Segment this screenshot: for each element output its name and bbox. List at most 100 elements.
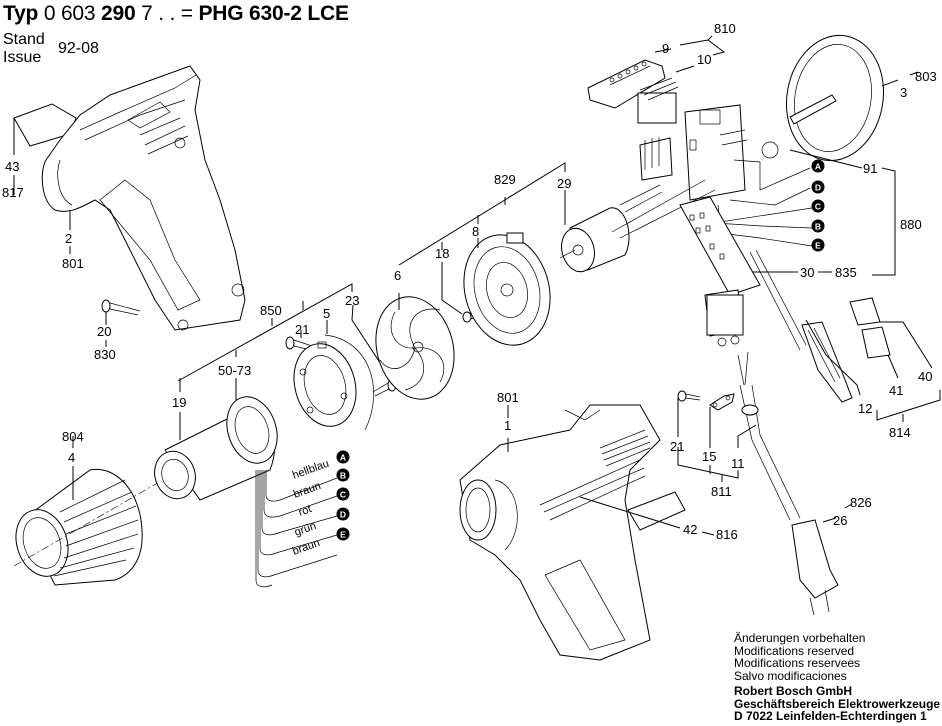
- label-42: [627, 491, 686, 531]
- callout-30: 30: [800, 265, 814, 280]
- terminal-block: [706, 294, 749, 386]
- ring-5: [293, 334, 374, 431]
- marker-label: D: [340, 510, 346, 520]
- diagram-title: Typ 0 603 290 7 . . = PHG 630-2 LCE: [3, 2, 349, 26]
- part-number-bold: 290: [101, 2, 136, 25]
- marker-label: E: [815, 241, 821, 251]
- fan-impeller-6: [375, 296, 455, 400]
- callout-829: 829: [494, 172, 516, 187]
- callout-19: 19: [172, 395, 186, 410]
- circuit-board: [639, 104, 779, 201]
- callout-850: 850: [260, 303, 282, 318]
- callout-20: 20: [97, 324, 111, 339]
- callout-803: 803: [915, 69, 937, 84]
- company-address: D 7022 Leinfelden-Echterdingen 1: [734, 709, 927, 723]
- label-41: [861, 326, 891, 359]
- callout-23: 23: [345, 293, 359, 308]
- wire-marker-right-A: A: [811, 159, 825, 173]
- part-number-suffix: 7 . . =: [141, 2, 193, 25]
- callout-50-73: 50-73: [218, 363, 251, 378]
- wire-marker-right-E: E: [811, 238, 825, 252]
- callout-810: 810: [714, 21, 736, 36]
- company-division: Geschäftsbereich Elektrowerkzeuge: [734, 696, 941, 711]
- callout-21-lower: 21: [670, 439, 684, 454]
- callout-29: 29: [557, 176, 571, 191]
- marker-label: C: [815, 202, 821, 212]
- marker-label: E: [340, 530, 346, 540]
- note-fr: Modifications reservees: [734, 656, 861, 670]
- housing-half-left: [13, 65, 246, 331]
- note-de: Änderungen vorbehalten: [734, 631, 866, 645]
- heating-element-19: [154, 396, 278, 501]
- footer-notes: Änderungen vorbehalten Modifications res…: [734, 632, 940, 723]
- marker-label: D: [815, 183, 821, 193]
- callout-811: 811: [711, 484, 732, 499]
- callout-8: 8: [472, 224, 479, 239]
- callout-43: 43: [5, 159, 19, 174]
- note-es: Salvo modificaciones: [734, 668, 847, 683]
- wire-marker-left-B: B: [336, 468, 350, 482]
- wire-marker-left-C: C: [336, 487, 350, 501]
- callout-826: 826: [850, 495, 872, 510]
- callout-804: 804: [62, 429, 84, 444]
- nozzle-4: [13, 468, 181, 586]
- callout-42: 42: [683, 522, 697, 537]
- callout-817: 817: [2, 185, 24, 200]
- callout-816: 816: [716, 527, 738, 542]
- callout-18: 18: [435, 246, 449, 261]
- callout-15: 15: [702, 449, 716, 464]
- callout-11: 11: [731, 456, 745, 471]
- label-40: [849, 297, 881, 326]
- callout-814: 814: [889, 425, 911, 440]
- callout-9: 9: [662, 41, 669, 56]
- wire-marker-right-D: D: [811, 180, 825, 194]
- marker-label: A: [815, 162, 821, 172]
- wire-color-a: hellblau: [291, 458, 331, 482]
- callout-5: 5: [323, 306, 330, 321]
- callout-91: 91: [863, 161, 877, 176]
- marker-label: C: [340, 490, 346, 500]
- wire-marker-left-D: D: [336, 507, 350, 521]
- screw-20: [101, 299, 141, 316]
- stand-issue-label: Stand Issue: [3, 31, 45, 67]
- callout-12: 12: [858, 401, 872, 416]
- typ-label: Typ: [3, 2, 39, 25]
- callout-1: 1: [504, 418, 511, 433]
- wire-color-b: braun: [292, 480, 323, 501]
- cable-clamp-15: [709, 393, 735, 411]
- callout-880: 880: [900, 217, 922, 232]
- switch-10: [637, 77, 679, 124]
- part-number-prefix: 0 603: [43, 2, 96, 25]
- switch-cap-9: [587, 59, 666, 109]
- stand-label: Stand: [3, 31, 45, 48]
- callout-21-upper: 21: [295, 322, 309, 337]
- fan-housing-8: [463, 232, 551, 346]
- callout-835: 835: [835, 265, 857, 280]
- plug-26: [791, 519, 839, 616]
- marker-label: A: [340, 453, 346, 463]
- wire-legend: [255, 470, 338, 588]
- callout-801-housing: 801: [62, 256, 84, 271]
- company-name: Robert Bosch GmbH: [734, 684, 853, 698]
- callout-4: 4: [68, 450, 75, 465]
- callout-2: 2: [65, 231, 72, 246]
- callout-10: 10: [697, 52, 711, 67]
- callout-6: 6: [394, 268, 401, 283]
- callout-26: 26: [833, 513, 847, 528]
- wire-marker-right-B: B: [811, 219, 825, 233]
- holder-12: [801, 321, 853, 403]
- wire-marker-left-A: A: [336, 450, 350, 464]
- callout-830: 830: [94, 347, 116, 362]
- callout-801-main: 801: [497, 390, 519, 405]
- housing-half-right: [459, 404, 661, 661]
- callout-41: 41: [889, 383, 903, 398]
- note-en: Modifications reserved: [734, 643, 855, 658]
- motor-29: [559, 184, 663, 273]
- wire-marker-right-C: C: [811, 199, 825, 213]
- wire-marker-left-E: E: [336, 527, 350, 541]
- issue-date: 92-08: [58, 40, 99, 57]
- screw-21-upper: [285, 336, 313, 351]
- potentiometer-wheel-3: [785, 34, 885, 162]
